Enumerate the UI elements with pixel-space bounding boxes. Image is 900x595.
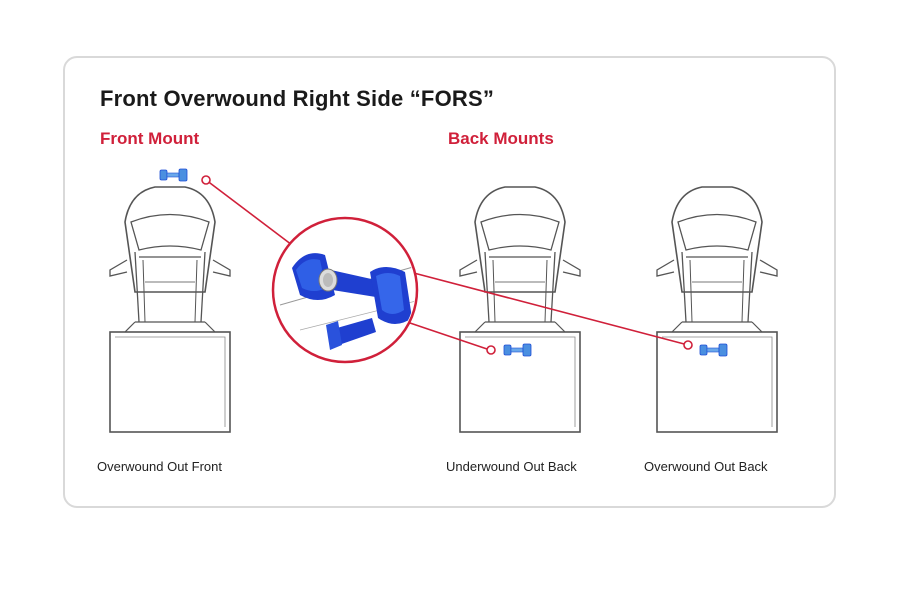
caption-front-overwound: Overwound Out Front [97, 459, 222, 474]
callout-dot-under [486, 345, 496, 355]
front-mount-heading: Front Mount [100, 129, 200, 148]
mount-zoom-detail [271, 216, 419, 364]
truck-over-back [656, 186, 778, 433]
caption-under-back: Underwound Out Back [446, 459, 577, 474]
under-back-mount-icon [503, 343, 532, 357]
callout-dot-over [683, 340, 693, 350]
truck-under-back [459, 186, 581, 433]
diagram-title: Front Overwound Right Side “FORS” [100, 86, 495, 111]
over-back-mount-icon [699, 343, 728, 357]
callout-dot-front [201, 175, 211, 185]
callout-lines [205, 179, 689, 351]
caption-over-back: Overwound Out Back [644, 459, 768, 474]
back-mounts-heading: Back Mounts [448, 129, 554, 148]
front-mount-icon [159, 168, 188, 182]
truck-front-overwound [109, 186, 231, 433]
